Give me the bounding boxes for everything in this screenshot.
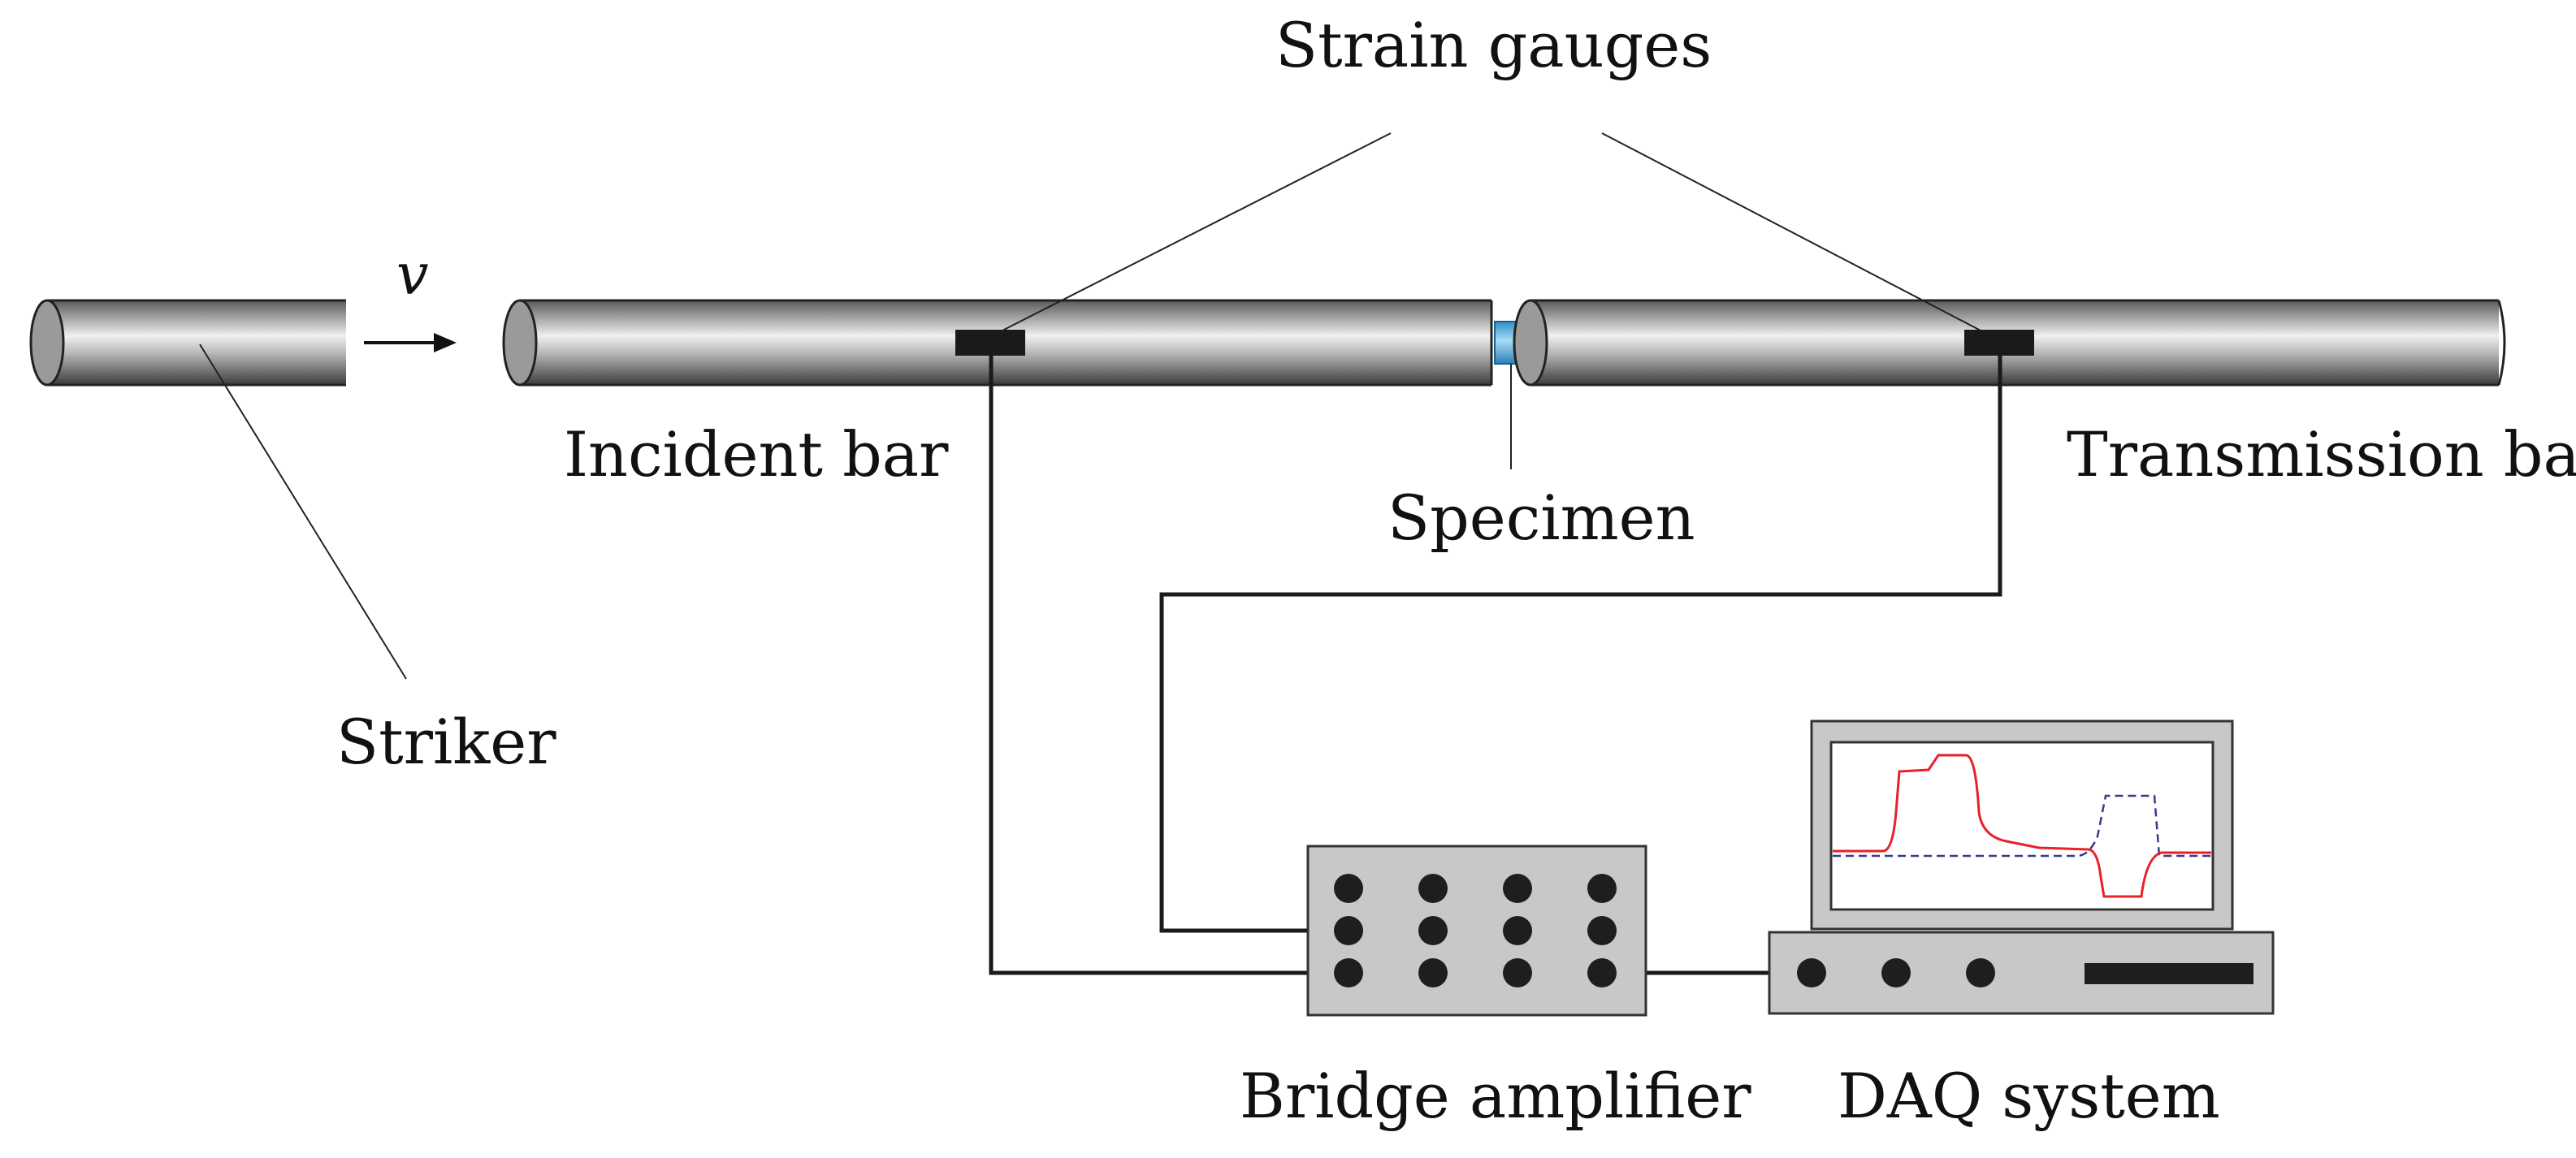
striker-bar — [29, 299, 346, 387]
wires — [989, 356, 2002, 975]
strain-gauges-label: Strain gauges — [1275, 9, 1712, 81]
bridge-amplifier — [1306, 845, 1647, 1017]
striker-leader — [199, 344, 407, 680]
daq-slot — [2085, 963, 2253, 984]
incident-reflected-signal — [1833, 754, 2211, 898]
velocity-label: v — [396, 241, 429, 308]
transmission-bar-label: Transmission bar — [2067, 418, 2576, 490]
gauge-leader-left — [1000, 132, 1392, 332]
striker-label: Striker — [336, 706, 556, 778]
daq-knobs — [1797, 958, 1995, 987]
daq-screen — [1829, 741, 2214, 911]
specimen-label: Specimen — [1388, 482, 1695, 554]
strain-gauge-transmission — [1964, 330, 2034, 356]
gauge-leader-right — [1601, 132, 1983, 332]
incident-bar-label: Incident bar — [564, 418, 949, 490]
amplifier-knobs — [1334, 874, 1617, 987]
daq-system-label: DAQ system — [1838, 1060, 2220, 1132]
transmitted-signal — [1833, 794, 2211, 858]
daq-system — [1768, 719, 2275, 1015]
velocity-arrow — [364, 333, 457, 352]
strain-gauge-incident — [955, 330, 1025, 356]
bridge-amplifier-label: Bridge amplifier — [1240, 1060, 1751, 1132]
